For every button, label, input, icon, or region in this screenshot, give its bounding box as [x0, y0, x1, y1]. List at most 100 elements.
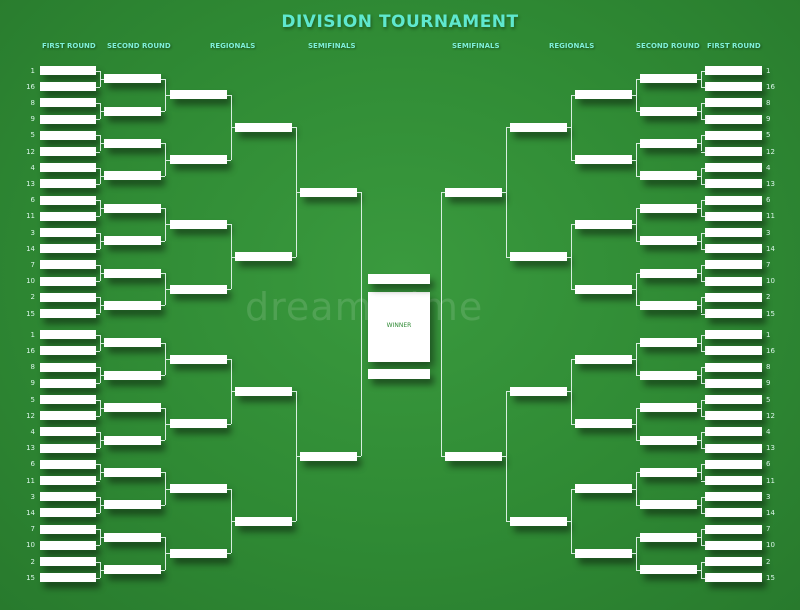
first-round-slot-right[interactable] — [705, 195, 762, 205]
first-round-slot-left[interactable] — [40, 179, 96, 189]
winner-box[interactable]: WINNER — [368, 292, 430, 362]
division-final-slot-left[interactable] — [300, 451, 357, 461]
semifinals-slot-right[interactable] — [510, 516, 567, 526]
first-round-slot-right[interactable] — [705, 276, 762, 286]
first-round-slot-left[interactable] — [40, 476, 96, 485]
first-round-slot-left[interactable] — [40, 459, 96, 469]
first-round-slot-right[interactable] — [705, 292, 762, 302]
first-round-slot-right[interactable] — [705, 557, 762, 566]
regionals-slot-left[interactable] — [170, 548, 227, 558]
second-round-slot-left[interactable] — [104, 565, 161, 575]
second-round-slot-left[interactable] — [104, 171, 161, 181]
first-round-slot-left[interactable] — [40, 66, 96, 75]
first-round-slot-right[interactable] — [705, 260, 762, 270]
first-round-slot-left[interactable] — [40, 211, 96, 221]
first-round-slot-right[interactable] — [705, 524, 762, 534]
first-round-slot-right[interactable] — [705, 211, 762, 221]
semifinals-slot-left[interactable] — [235, 516, 292, 526]
first-round-slot-left[interactable] — [40, 309, 96, 318]
first-round-slot-right[interactable] — [705, 492, 762, 502]
first-round-slot-left[interactable] — [40, 114, 96, 124]
first-round-slot-right[interactable] — [705, 228, 762, 237]
first-round-slot-right[interactable] — [705, 395, 762, 404]
first-round-slot-right[interactable] — [705, 147, 762, 156]
first-round-slot-left[interactable] — [40, 427, 96, 437]
first-round-slot-right[interactable] — [705, 411, 762, 421]
second-round-slot-left[interactable] — [104, 300, 161, 310]
second-round-slot-left[interactable] — [104, 203, 161, 213]
second-round-slot-right[interactable] — [640, 500, 697, 510]
first-round-slot-left[interactable] — [40, 82, 96, 92]
second-round-slot-left[interactable] — [104, 435, 161, 445]
first-round-slot-right[interactable] — [705, 346, 762, 356]
first-round-slot-right[interactable] — [705, 98, 762, 108]
first-round-slot-left[interactable] — [40, 492, 96, 502]
first-round-slot-left[interactable] — [40, 443, 96, 453]
regionals-slot-right[interactable] — [575, 284, 632, 294]
first-round-slot-right[interactable] — [705, 179, 762, 189]
regionals-slot-right[interactable] — [575, 484, 632, 494]
semifinals-slot-left[interactable] — [235, 252, 292, 262]
regionals-slot-left[interactable] — [170, 219, 227, 229]
first-round-slot-right[interactable] — [705, 130, 762, 140]
regionals-slot-right[interactable] — [575, 548, 632, 558]
first-round-slot-left[interactable] — [40, 244, 96, 254]
regionals-slot-left[interactable] — [170, 155, 227, 165]
first-round-slot-left[interactable] — [40, 292, 96, 302]
first-round-slot-left[interactable] — [40, 378, 96, 388]
first-round-slot-left[interactable] — [40, 395, 96, 404]
first-round-slot-left[interactable] — [40, 276, 96, 286]
second-round-slot-right[interactable] — [640, 403, 697, 413]
second-round-slot-right[interactable] — [640, 171, 697, 181]
second-round-slot-right[interactable] — [640, 370, 697, 380]
semifinals-slot-right[interactable] — [510, 252, 567, 262]
first-round-slot-right[interactable] — [705, 443, 762, 453]
first-round-slot-right[interactable] — [705, 309, 762, 318]
first-round-slot-left[interactable] — [40, 346, 96, 356]
championship-slot-bottom[interactable] — [368, 369, 430, 379]
second-round-slot-left[interactable] — [104, 138, 161, 148]
regionals-slot-right[interactable] — [575, 155, 632, 165]
regionals-slot-right[interactable] — [575, 90, 632, 100]
first-round-slot-left[interactable] — [40, 228, 96, 237]
first-round-slot-left[interactable] — [40, 524, 96, 534]
first-round-slot-right[interactable] — [705, 163, 762, 173]
second-round-slot-right[interactable] — [640, 300, 697, 310]
championship-slot-top[interactable] — [368, 274, 430, 284]
second-round-slot-right[interactable] — [640, 565, 697, 575]
first-round-slot-left[interactable] — [40, 411, 96, 421]
regionals-slot-left[interactable] — [170, 284, 227, 294]
semifinals-slot-right[interactable] — [510, 386, 567, 396]
second-round-slot-left[interactable] — [104, 500, 161, 510]
second-round-slot-left[interactable] — [104, 236, 161, 246]
first-round-slot-left[interactable] — [40, 362, 96, 372]
second-round-slot-right[interactable] — [640, 106, 697, 116]
first-round-slot-right[interactable] — [705, 540, 762, 550]
second-round-slot-left[interactable] — [104, 532, 161, 542]
second-round-slot-right[interactable] — [640, 268, 697, 278]
first-round-slot-left[interactable] — [40, 195, 96, 205]
second-round-slot-right[interactable] — [640, 532, 697, 542]
semifinals-slot-left[interactable] — [235, 122, 292, 132]
second-round-slot-left[interactable] — [104, 338, 161, 348]
first-round-slot-right[interactable] — [705, 66, 762, 75]
second-round-slot-right[interactable] — [640, 236, 697, 246]
first-round-slot-left[interactable] — [40, 557, 96, 566]
first-round-slot-right[interactable] — [705, 459, 762, 469]
second-round-slot-right[interactable] — [640, 203, 697, 213]
first-round-slot-right[interactable] — [705, 427, 762, 437]
first-round-slot-right[interactable] — [705, 508, 762, 518]
division-final-slot-left[interactable] — [300, 187, 357, 197]
first-round-slot-left[interactable] — [40, 330, 96, 340]
first-round-slot-left[interactable] — [40, 260, 96, 270]
second-round-slot-right[interactable] — [640, 138, 697, 148]
first-round-slot-right[interactable] — [705, 114, 762, 124]
second-round-slot-left[interactable] — [104, 403, 161, 413]
first-round-slot-right[interactable] — [705, 378, 762, 388]
first-round-slot-right[interactable] — [705, 244, 762, 254]
second-round-slot-left[interactable] — [104, 467, 161, 477]
regionals-slot-left[interactable] — [170, 484, 227, 494]
regionals-slot-right[interactable] — [575, 419, 632, 429]
first-round-slot-left[interactable] — [40, 98, 96, 108]
regionals-slot-left[interactable] — [170, 419, 227, 429]
